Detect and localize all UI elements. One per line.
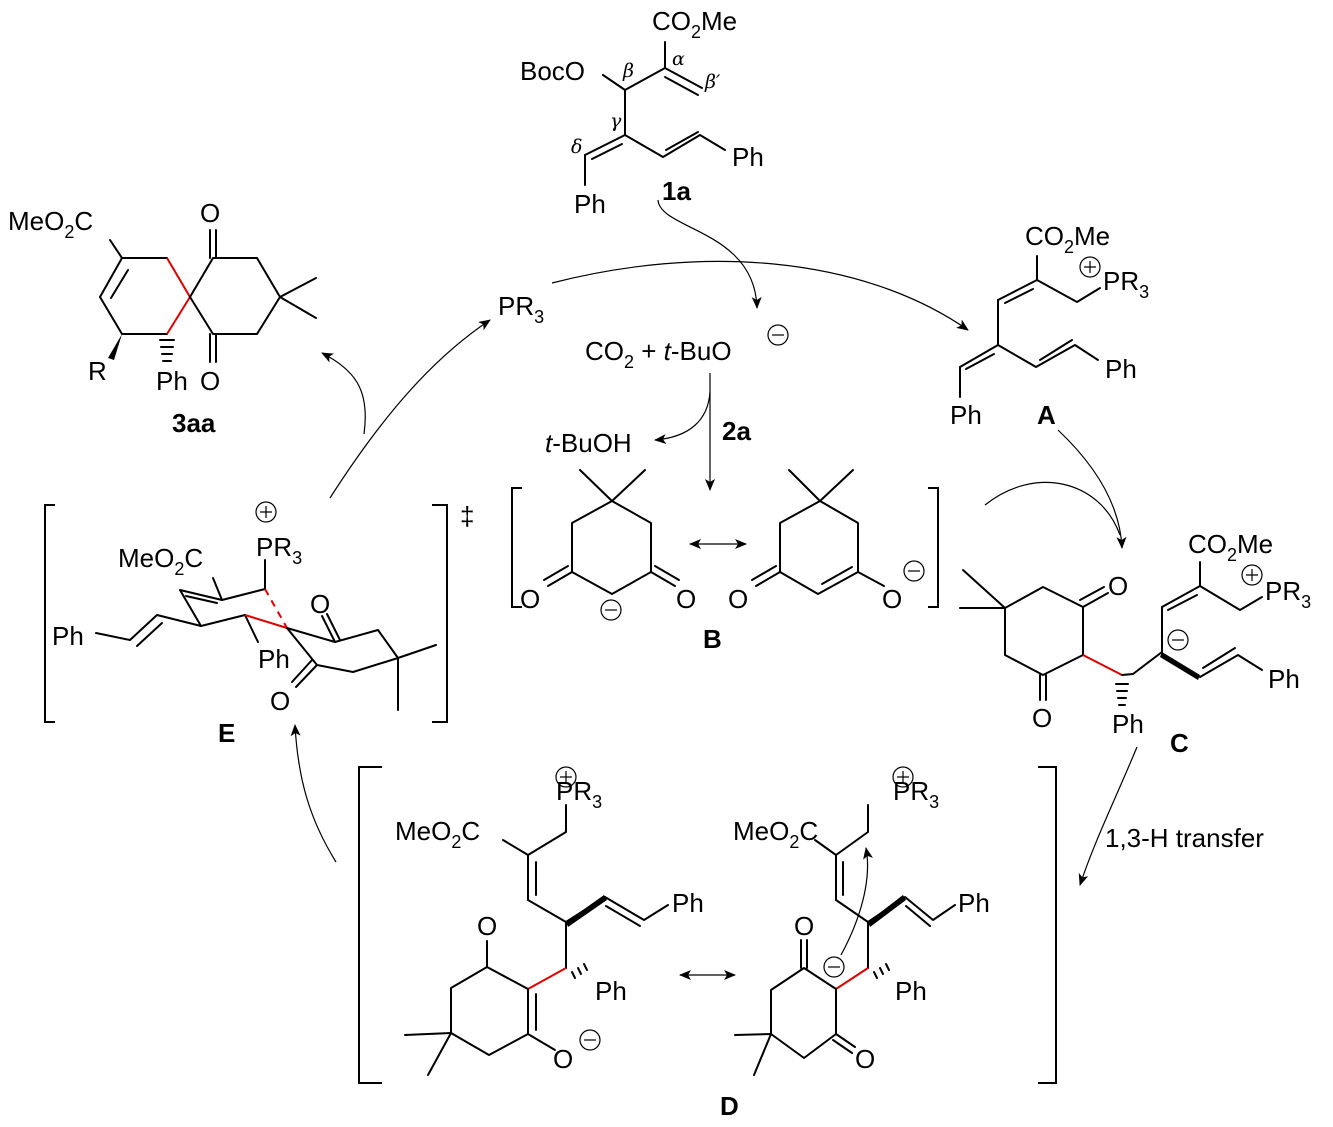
arrow-e-to-3aa [321,352,366,435]
a-label: A [1037,400,1056,430]
1a-beta: β [622,60,634,82]
1a-label: 1a [662,176,691,206]
3aa-label: 3aa [172,408,216,438]
arrow-1a-to-co2 [657,199,762,309]
substrate-2a-label: 2a [722,416,751,446]
intermediate-c: CO2Me PR3 Ph O O Ph C [959,529,1311,758]
arrow-b-to-c [984,481,1121,536]
1a-ph-bottom: Ph [574,189,606,219]
arrow-a-to-c [1057,429,1127,549]
b-o-left-2: O [728,584,748,614]
d1-o-top: O [477,911,497,941]
e-ph-ring: Ph [258,644,290,674]
e-pr3: PR3 [256,532,302,568]
d2-o-bottom: O [855,1044,875,1074]
e-label: E [218,718,235,748]
d1-pr3: PR3 [556,776,602,812]
e-ph-vinyl: Ph [52,621,84,651]
c-ph-right: Ph [1268,664,1300,694]
b-o-left-1: O [520,584,540,614]
b-o-right-2: O [882,584,902,614]
1a-beta-prime: β′ [704,71,721,93]
d-label: D [720,1091,739,1121]
1a-delta: δ [571,136,582,158]
a-ph-right: Ph [1105,354,1137,384]
d2-o-top: O [794,911,814,941]
3aa-o-bottom: O [200,366,220,396]
transition-state-e: ‡ PR3 MeO2C Ph Ph O O E [44,501,474,748]
e-ts-mark: ‡ [460,501,474,531]
c-ester-label: CO2Me [1188,529,1273,565]
3aa-ester-label: MeO2C [8,206,93,242]
d1-ester-label: MeO2C [395,816,480,852]
d2-ester-label: MeO2C [733,816,818,852]
arrow-tbuo-to-tbuoh [654,391,711,445]
c-label: C [1170,728,1189,758]
svg-text:CO2 + t-BuO: CO2 + t-BuO [585,336,732,372]
1a-ester-label: CO2Me [652,6,737,42]
3aa-ph: Ph [156,366,188,396]
co2-tbuo-byproducts: CO2 + t-BuO [585,324,789,372]
step-label-h-transfer: 1,3-H transfer [1105,823,1264,853]
a-ester-label: CO2Me [1025,221,1110,257]
e-ester-label: MeO2C [118,543,203,579]
intermediate-b: O O O O B [511,469,939,654]
compound-3aa: MeO2C O R Ph O 3aa [8,198,317,438]
d2-ph-vinyl: Ph [958,888,990,918]
d2-ph-benzyl: Ph [895,976,927,1006]
c-o-bottom: O [1032,703,1052,733]
a-pr3: PR3 [1103,266,1149,302]
arrow-pr3-to-a [551,260,969,331]
e-o-bottom: O [270,686,290,716]
tbuoh-label: t-BuOH [545,428,632,458]
d1-ph-benzyl: Ph [595,976,627,1006]
c-ph-bottom: Ph [1112,709,1144,739]
3aa-r: R [88,356,107,386]
catalyst-pr3: PR3 [498,291,544,327]
c-pr3: PR3 [1265,576,1311,612]
c-o-top: O [1108,571,1128,601]
intermediate-a: CO2Me PR3 Ph Ph A [950,221,1149,430]
a-ph-bottom: Ph [950,400,982,430]
intermediate-d: PR3 MeO2C Ph Ph O O PR3 MeO2C Ph Ph [358,766,1057,1121]
b-o-right-1: O [676,584,696,614]
e-o-top: O [310,589,330,619]
1a-ph-right: Ph [732,142,764,172]
arrow-c-to-d [1078,746,1138,886]
1a-gamma: γ [610,110,622,132]
arrow-d-to-e [290,724,337,863]
1a-alpha: α [672,48,685,70]
d2-pr3: PR3 [893,776,939,812]
arrow-e-to-pr3 [329,319,491,499]
d1-o-enolate: O [553,1044,573,1074]
cycle-arrows: 1,3-H transfer [290,199,1264,886]
3aa-o-top: O [200,198,220,228]
d1-ph-vinyl: Ph [672,888,704,918]
1a-boco-label: BocO [520,56,585,86]
compound-1a: CO2Me BocO β α β′ γ δ Ph Ph 1a [520,6,764,219]
b-label: B [703,624,722,654]
